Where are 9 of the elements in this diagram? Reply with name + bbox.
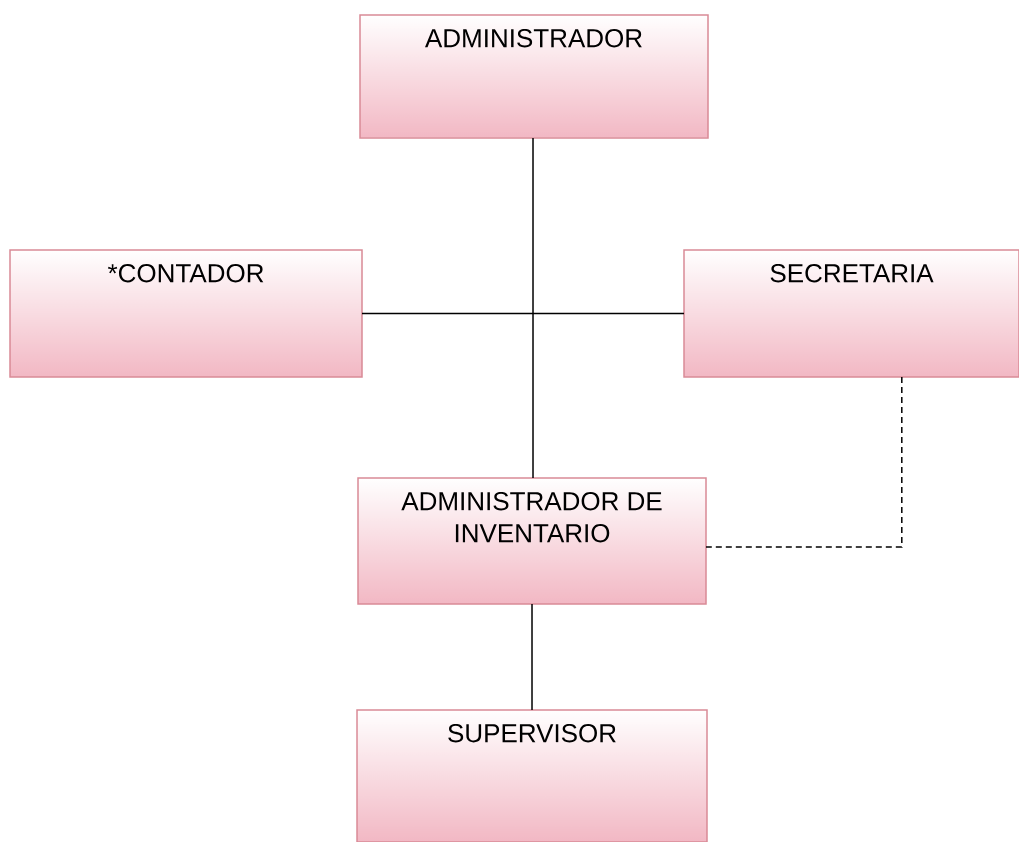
connector-line — [531, 603, 533, 711]
role-box: *CONTADOR — [9, 249, 363, 378]
role-box: SUPERVISOR — [356, 709, 708, 842]
role-box: SECRETARIA — [683, 249, 1019, 378]
connector-line — [532, 137, 534, 479]
connector-line — [361, 312, 685, 315]
connector-line — [705, 376, 903, 548]
role-box: ADMINISTRADOR — [359, 14, 709, 139]
role-box: ADMINISTRADOR DE INVENTARIO — [357, 477, 707, 605]
